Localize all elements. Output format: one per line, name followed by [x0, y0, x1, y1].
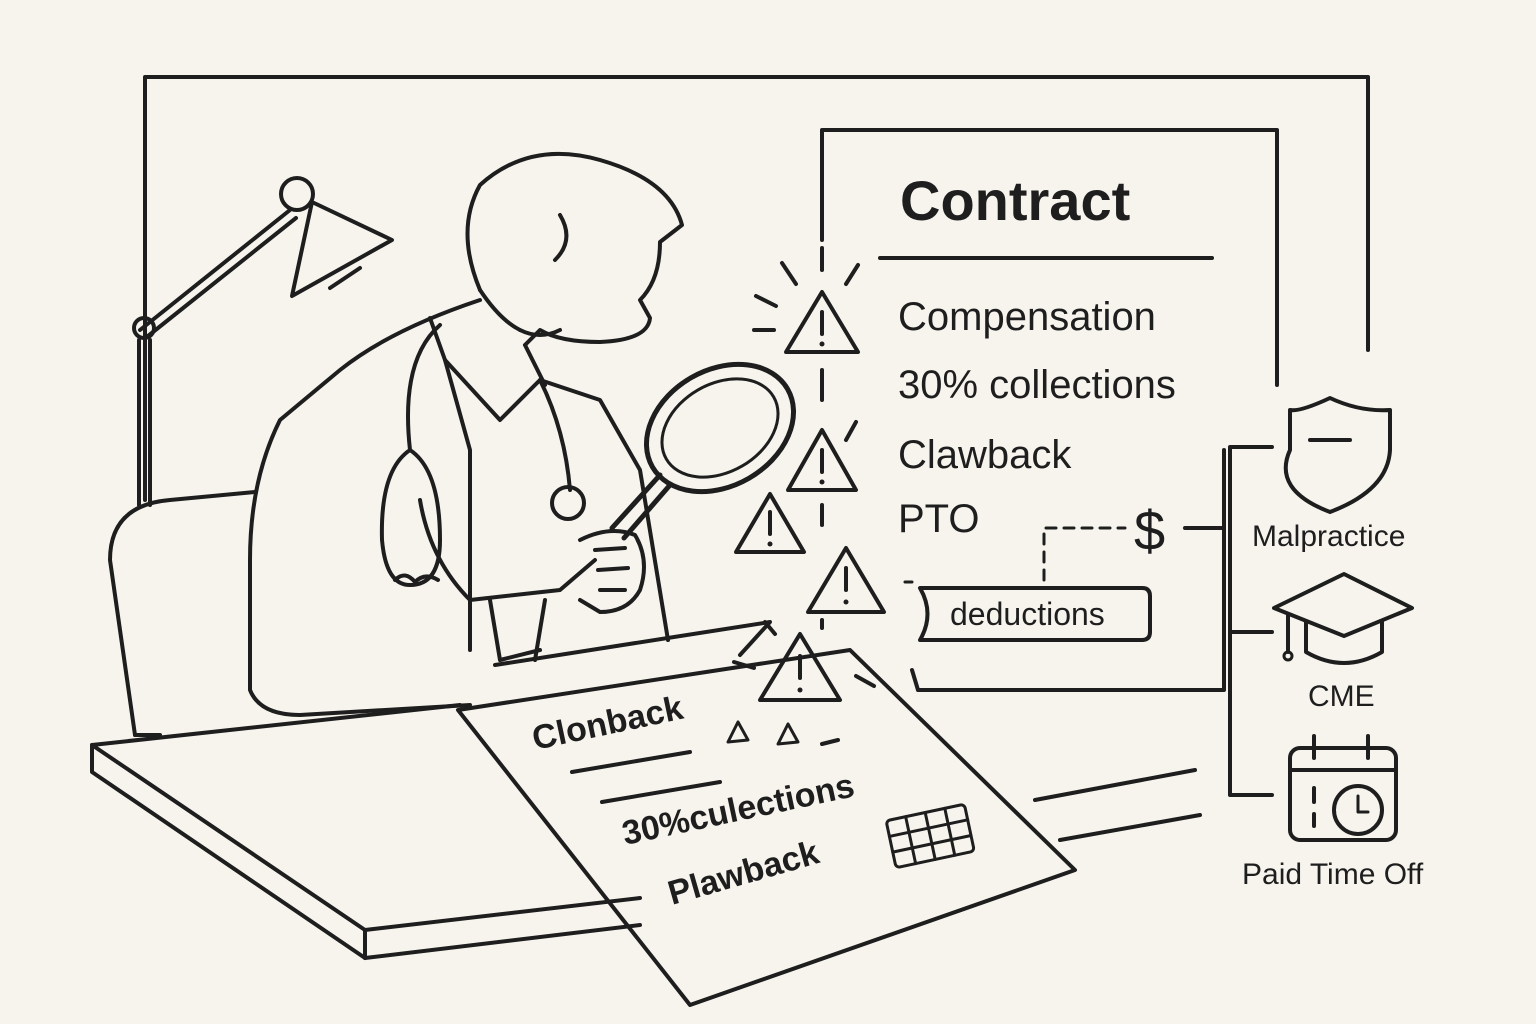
desk — [90, 620, 1202, 960]
warning-icon — [786, 420, 858, 492]
benefit-malpractice: Malpractice — [1252, 520, 1405, 553]
contract-title: Contract — [900, 169, 1130, 232]
benefit-pto: Paid Time Off — [1242, 858, 1424, 891]
deductions-label: deductions — [950, 596, 1105, 632]
benefits-bracket — [1228, 445, 1274, 797]
paper-line-3: Plawback — [664, 833, 824, 912]
doctor-figure — [248, 151, 684, 717]
contract-item-pto: PTO — [898, 497, 980, 541]
paper-document: Clonback 30%culections Plawback — [456, 648, 1077, 1007]
graduation-cap-icon — [1272, 572, 1414, 665]
wall-frame — [143, 75, 1370, 352]
contract-board: Contract Compensation 30% collections Cl… — [820, 128, 1279, 692]
warning-icon — [752, 246, 860, 354]
magnifying-glass-icon — [609, 361, 797, 541]
warning-icon — [732, 620, 876, 702]
calendar-grid-icon — [885, 803, 976, 869]
contract-item-collections: 30% collections — [898, 363, 1176, 407]
stethoscope-icon — [379, 323, 586, 587]
dollar-icon: $ — [1134, 499, 1165, 562]
shield-icon — [1283, 396, 1392, 514]
chair — [108, 490, 257, 737]
warning-icon — [806, 546, 886, 614]
warning-icons — [732, 246, 886, 702]
deductions-tag: deductions — [903, 580, 1152, 642]
benefit-cme: CME — [1308, 680, 1375, 713]
contract-item-compensation: Compensation — [898, 295, 1156, 339]
warning-icon — [734, 492, 806, 554]
desk-lamp-icon — [132, 176, 394, 507]
paper-line-1: Clonback — [529, 689, 687, 758]
calendar-clock-icon — [1288, 734, 1398, 842]
paper-line-2: 30%culections — [619, 767, 858, 853]
contract-item-clawback: Clawback — [898, 433, 1072, 477]
